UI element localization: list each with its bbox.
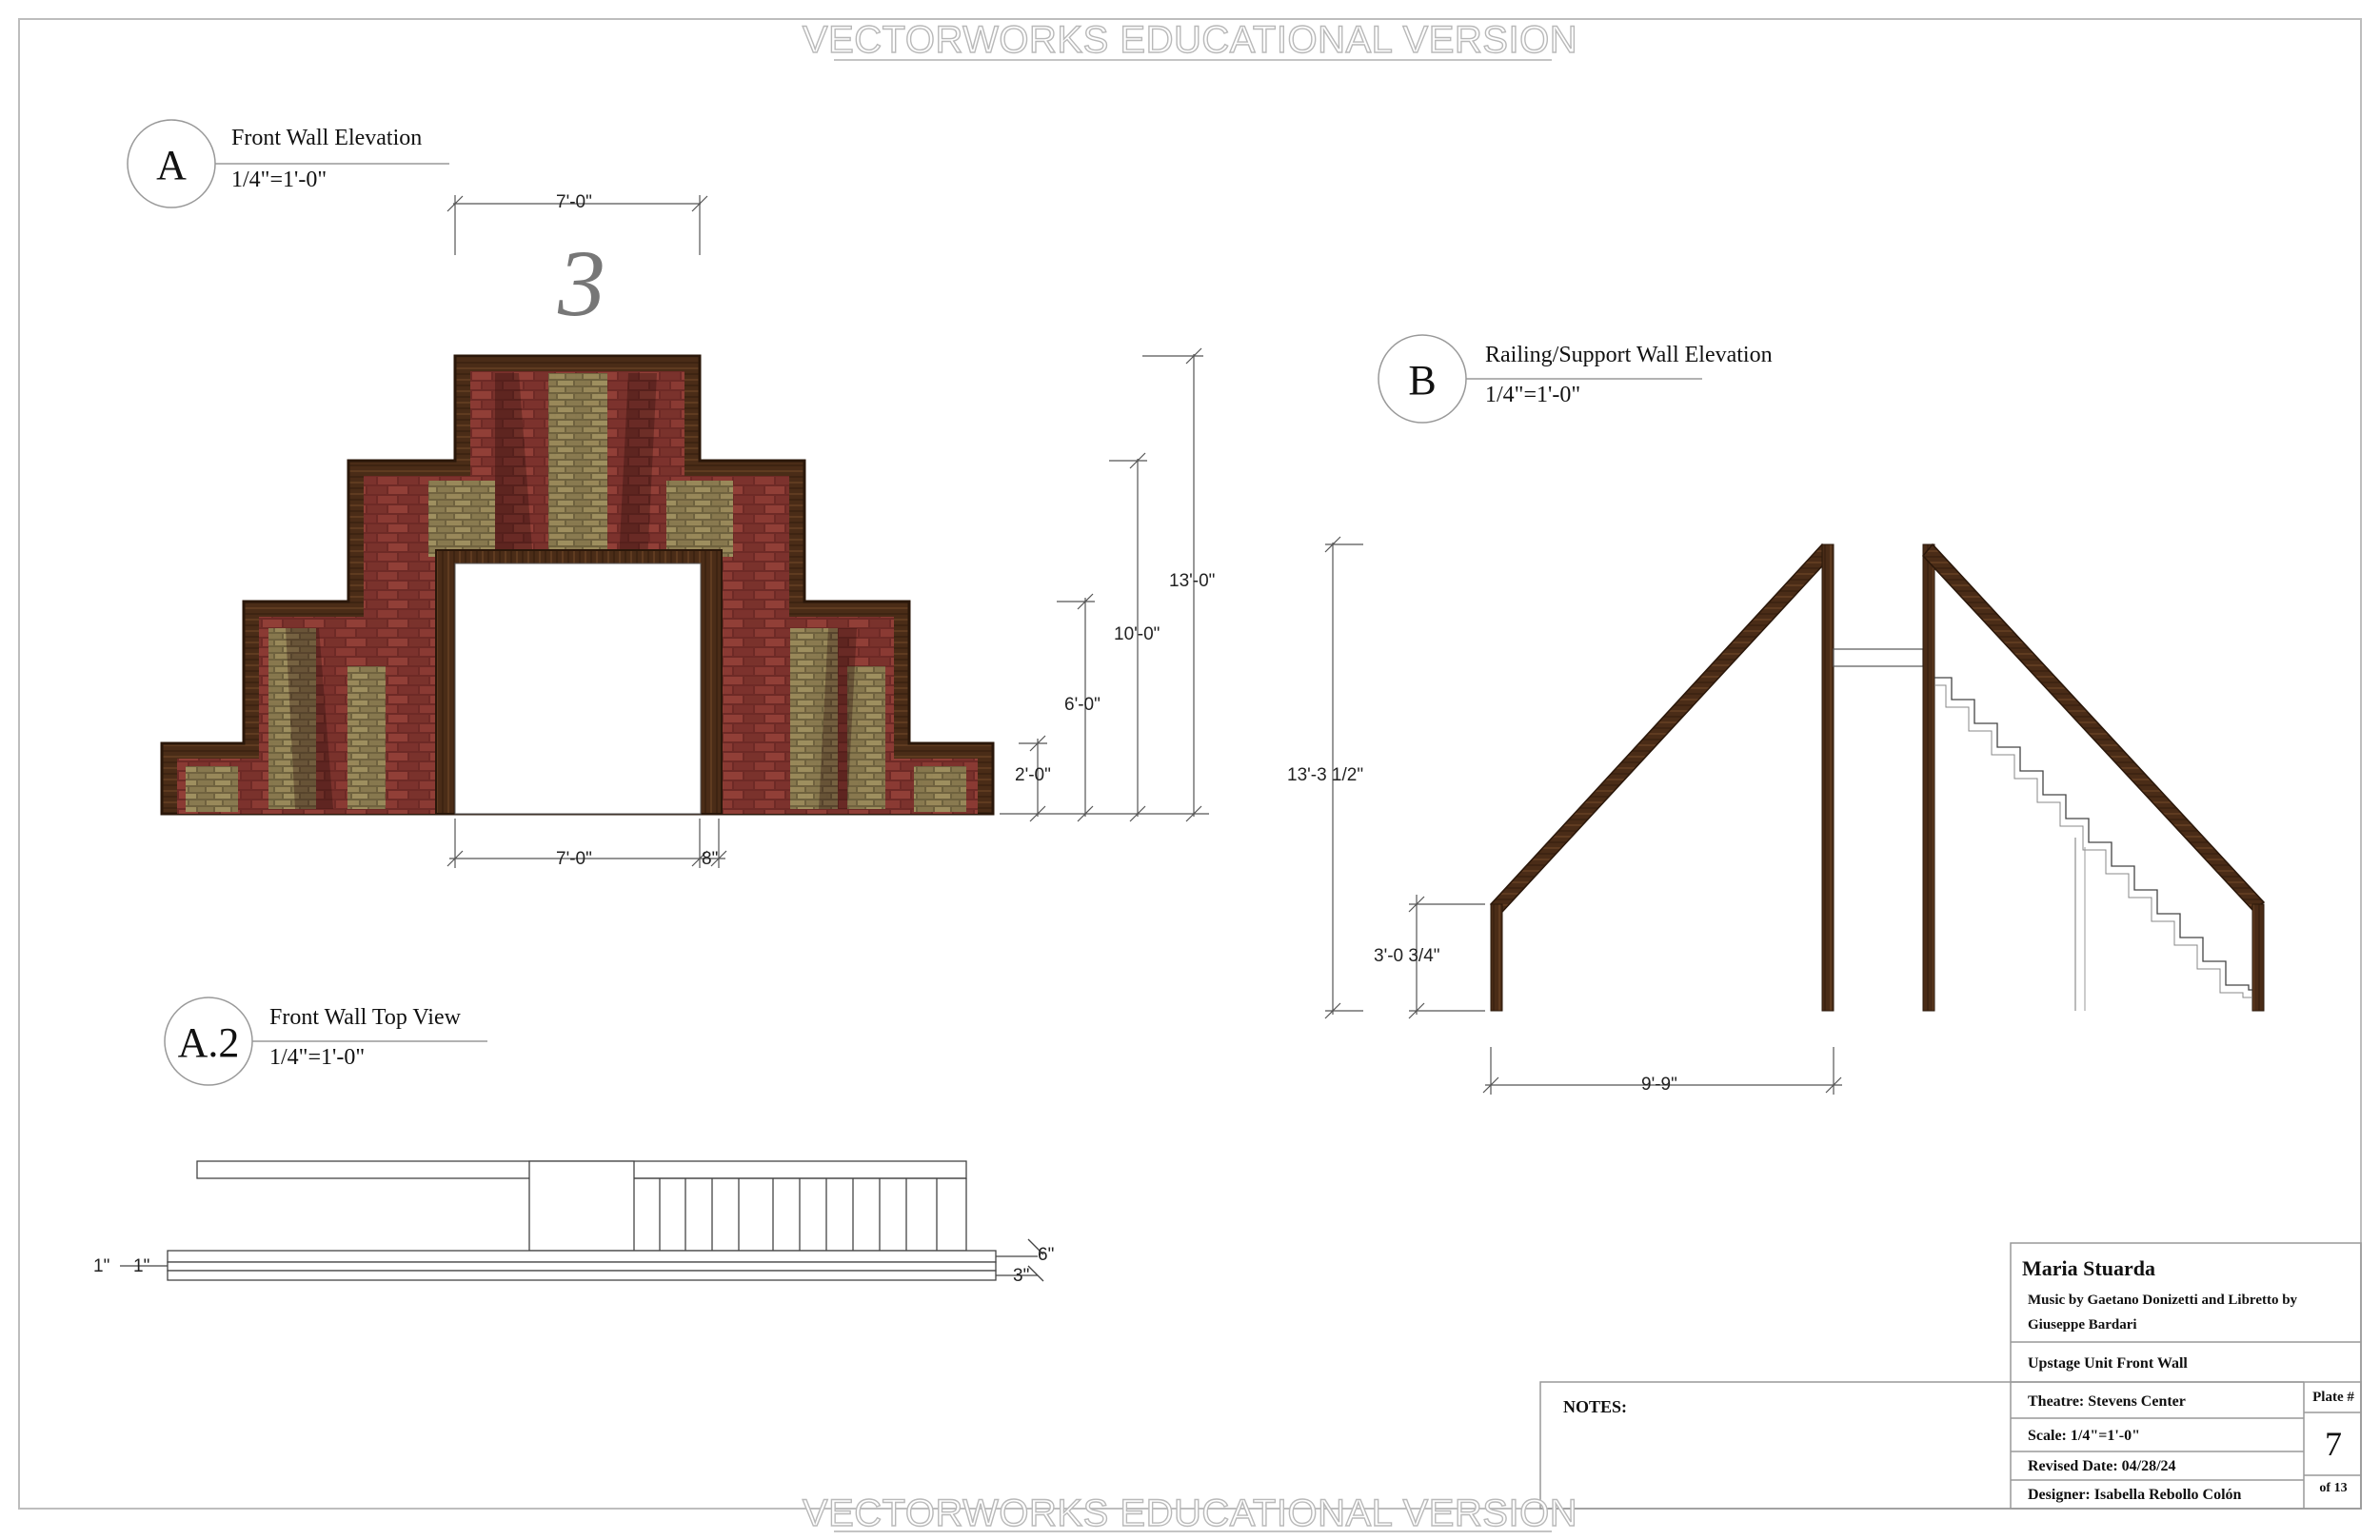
dim-a2-left1: 1"	[93, 1256, 110, 1276]
sketch-glyph: 3	[558, 230, 605, 336]
view-scale-a2: 1/4"=1'-0"	[269, 1045, 366, 1070]
dim-a2-right1: 6"	[1038, 1245, 1055, 1265]
sheet-border	[18, 18, 2362, 1510]
view-title-a2: Front Wall Top View	[269, 1005, 461, 1030]
dimension-lines-b	[1324, 536, 1842, 1095]
center-post-left	[1821, 543, 1835, 1012]
dim-a-h2: 6'-0"	[1064, 695, 1101, 715]
watermark-top: VECTORWORKS EDUCATIONAL VERSION	[802, 18, 1578, 61]
right-short-post	[2251, 903, 2265, 1012]
dim-b-height: 13'-3 1/2"	[1287, 765, 1364, 785]
stair-profile-inner	[1934, 684, 2252, 998]
watermark-bottom: VECTORWORKS EDUCATIONAL VERSION	[802, 1491, 1578, 1534]
drawing-title: Upstage Unit Front Wall	[2028, 1355, 2188, 1372]
left-short-post	[1490, 903, 1503, 1012]
theatre: Theatre: Stevens Center	[2028, 1393, 2186, 1410]
plate-total: of 13	[2319, 1481, 2348, 1495]
stair-profile	[1934, 677, 2252, 991]
door-opening	[454, 563, 702, 815]
view-scale-b: 1/4"=1'-0"	[1485, 383, 1581, 407]
view-scale-a: 1/4"=1'-0"	[231, 168, 327, 192]
designer: Designer: Isabella Rebollo Colón	[2028, 1487, 2242, 1503]
front-wall-top-view	[120, 1160, 1044, 1282]
brick-shading	[286, 373, 857, 809]
dim-a-h1: 2'-0"	[1015, 765, 1051, 785]
dimension-lines-a	[446, 195, 1209, 868]
view-marker-b: B	[1408, 357, 1437, 404]
revised-date: Revised Date: 04/28/24	[2028, 1458, 2176, 1474]
title-block-lines	[1539, 1242, 2362, 1510]
dim-a-h4: 13'-0"	[1169, 571, 1216, 591]
dim-a-frame: 8"	[702, 849, 719, 869]
mortar-columns	[186, 373, 966, 812]
view-title-b: Railing/Support Wall Elevation	[1485, 343, 1773, 367]
view-marker-a: A	[156, 142, 187, 188]
dim-a-h3: 10'-0"	[1114, 624, 1160, 644]
plate-number: 7	[2325, 1425, 2342, 1463]
view-title-a: Front Wall Elevation	[231, 126, 423, 150]
production-title: Maria Stuarda	[2022, 1256, 2155, 1280]
left-diagonal-brace	[1489, 543, 1833, 913]
credit-line-1: Music by Gaetano Donizetti and Libretto …	[2028, 1293, 2298, 1308]
railing-support-elevation	[1489, 543, 2266, 1012]
view-marker-a2: A.2	[177, 1019, 240, 1066]
notes-label: NOTES:	[1563, 1397, 1628, 1416]
watermark-bottom-underline	[834, 1530, 1552, 1532]
dim-a2-left2: 1"	[133, 1256, 150, 1276]
watermark-top-underline	[834, 59, 1552, 61]
dim-a-opening-width: 7'-0"	[556, 849, 592, 869]
right-diagonal-brace	[1922, 543, 2266, 911]
credit-line-2: Giuseppe Bardari	[2028, 1317, 2137, 1333]
dim-a-top-width: 7'-0"	[556, 192, 592, 212]
plate-label: Plate #	[2312, 1390, 2354, 1405]
dim-b-low: 3'-0 3/4"	[1374, 946, 1440, 966]
scale-field: Scale: 1/4"=1'-0"	[2028, 1428, 2140, 1444]
connector-plate	[1833, 648, 1924, 667]
front-wall-elevation	[160, 354, 995, 816]
dim-b-width: 9'-9"	[1641, 1075, 1677, 1095]
dim-a2-right2: 3"	[1013, 1266, 1030, 1286]
center-post-right	[1922, 543, 1935, 1012]
